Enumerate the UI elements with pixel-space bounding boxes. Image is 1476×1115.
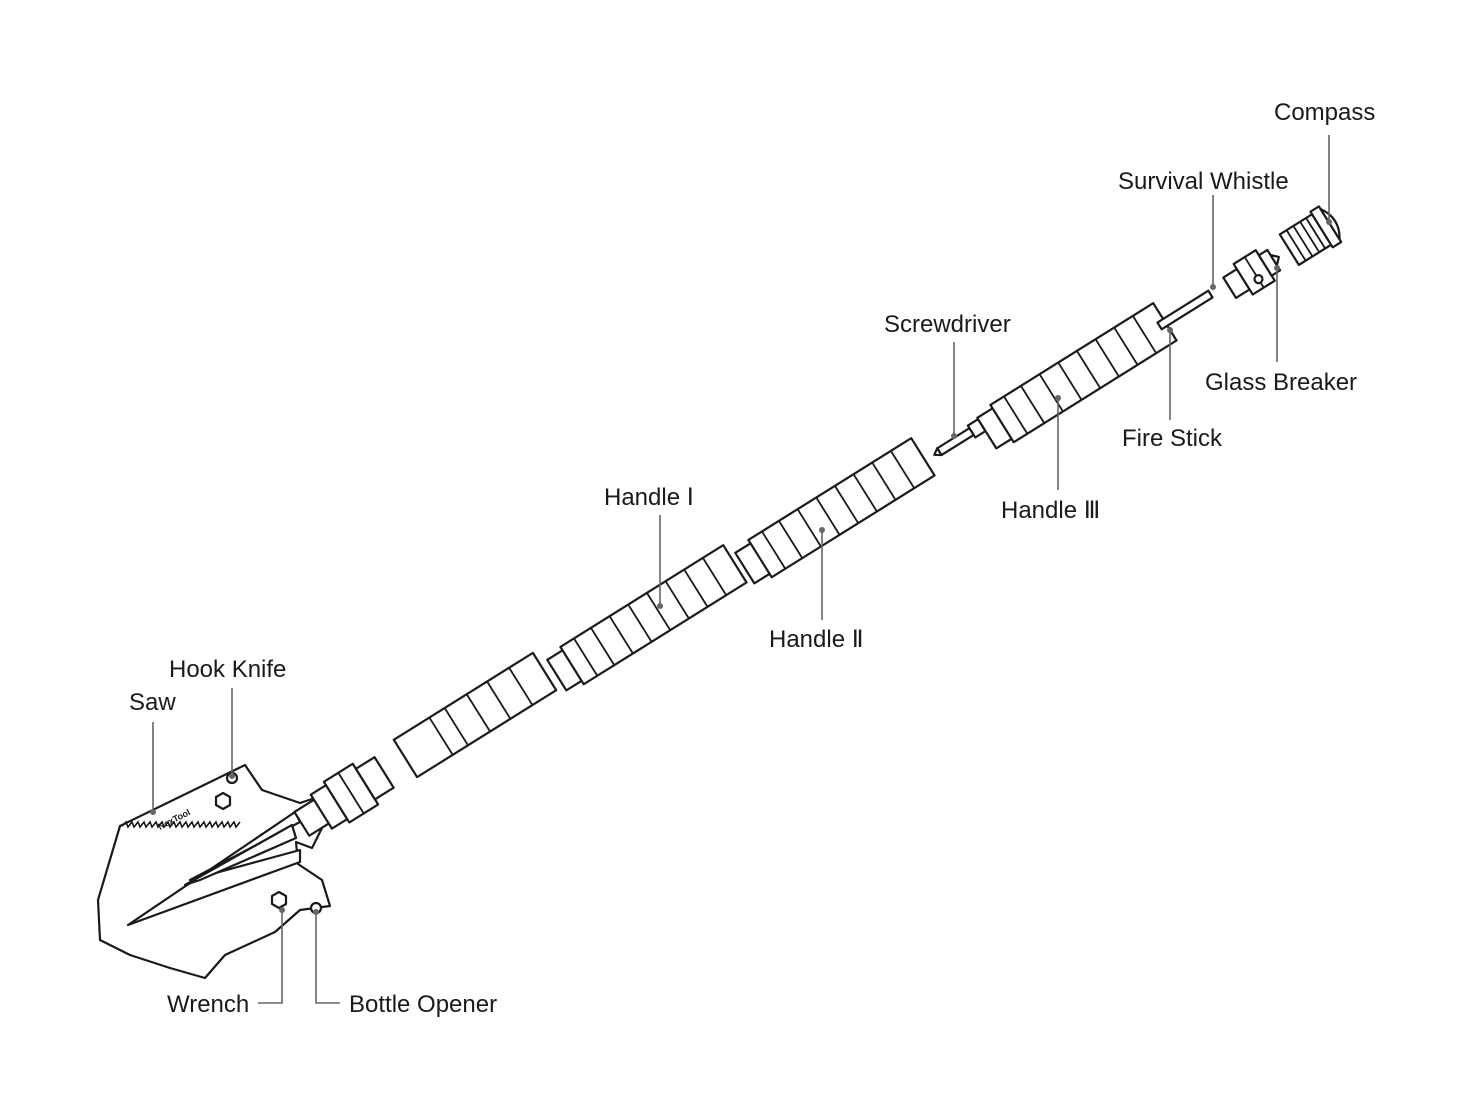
compass — [1278, 205, 1343, 267]
saw-teeth — [121, 820, 241, 829]
whistle-cap — [1222, 248, 1282, 299]
shovel-head: NexTool — [96, 763, 332, 980]
hex-hole-lower — [270, 890, 288, 910]
label-survival-whistle: Survival Whistle — [1118, 168, 1289, 195]
handle-2 — [734, 437, 936, 585]
leader-bottle-opener — [315, 912, 340, 1004]
leader-wrench — [258, 910, 283, 1004]
label-compass: Compass — [1274, 99, 1375, 126]
label-glass-breaker: Glass Breaker — [1205, 369, 1357, 396]
label-saw: Saw — [129, 689, 176, 716]
label-handle-3: Handle Ⅲ — [1001, 497, 1100, 524]
labels: Compass Survival Whistle Screwdriver Gla… — [129, 99, 1375, 1018]
screwdriver — [933, 418, 987, 457]
fire-stick — [1156, 289, 1214, 331]
leader-lines — [150, 135, 1332, 1004]
handle-1 — [546, 544, 748, 692]
label-wrench: Wrench — [167, 991, 249, 1018]
label-screwdriver: Screwdriver — [884, 311, 1011, 338]
shaft-segment-lower — [392, 651, 558, 779]
hex-hole-upper — [214, 791, 232, 811]
shovel-collar — [293, 756, 395, 837]
label-handle-2: Handle Ⅱ — [769, 626, 864, 653]
label-bottle-opener: Bottle Opener — [349, 991, 497, 1018]
label-hook-knife: Hook Knife — [169, 656, 286, 683]
label-handle-1: Handle Ⅰ — [604, 484, 694, 511]
blade-spear-slot — [183, 823, 298, 887]
label-fire-stick: Fire Stick — [1122, 425, 1223, 452]
